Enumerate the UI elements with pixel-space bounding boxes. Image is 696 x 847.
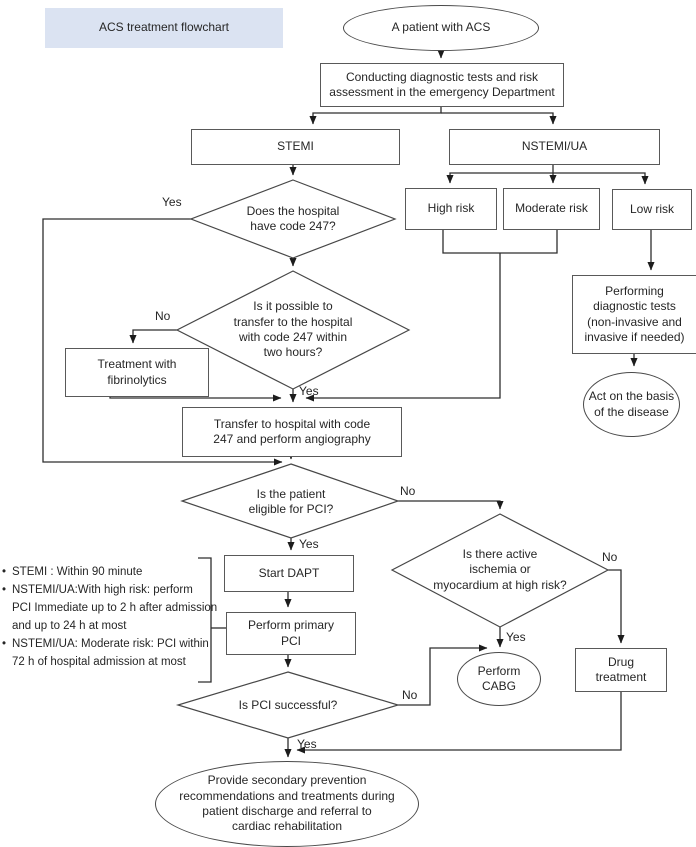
decision-active-ischemia bbox=[390, 513, 610, 628]
decision-transfer-possible bbox=[175, 270, 411, 390]
edge-label-no-pcisuccess: No bbox=[402, 688, 418, 702]
decision-label-pci-successful: Is PCI successful? bbox=[238, 698, 338, 713]
node-high-risk: High risk bbox=[405, 188, 497, 230]
node-secondary-prevention: Provide secondary prevention recommendat… bbox=[155, 761, 419, 847]
edge-label-yes-code247: Yes bbox=[162, 195, 182, 209]
edge-risk-to-transfer bbox=[305, 253, 501, 402]
edge-label-yes-transfer2h: Yes bbox=[299, 384, 319, 398]
decision-pci-successful bbox=[175, 671, 401, 739]
edge-label-no-transfer2h: No bbox=[155, 309, 171, 323]
edge-code247-yes-long bbox=[42, 218, 283, 466]
node-diagnostic-tests: Conducting diagnostic tests and risk ass… bbox=[320, 63, 564, 107]
node-act-on-disease: Act on the basis of the disease bbox=[583, 372, 680, 437]
node-fibrinolytics: Treatment with fibrinolytics bbox=[65, 348, 209, 397]
edge-label-no-eligible: No bbox=[400, 484, 416, 498]
decision-label-has-code247: Does the hospital have code 247? bbox=[246, 203, 340, 233]
node-transfer-angiography: Transfer to hospital with code 247 and p… bbox=[182, 407, 402, 457]
edge-risk-merge-u bbox=[442, 228, 558, 254]
edge-nstemi-to-highrisk bbox=[446, 163, 554, 184]
node-nstemi-ua: NSTEMI/UA bbox=[449, 129, 660, 165]
node-performing-tests: Performing diagnostic tests (non-invasiv… bbox=[572, 275, 696, 354]
timing-notes-list: STEMI : Within 90 minute NSTEMI/UA:With … bbox=[2, 563, 234, 671]
note-nstemi-moderate-risk-timing: NSTEMI/UA: Moderate risk: PCI within 72 … bbox=[2, 635, 234, 671]
edge-label-yes-eligible: Yes bbox=[299, 537, 319, 551]
node-primary-pci: Perform primary PCI bbox=[226, 612, 356, 655]
edge-ischemia-no bbox=[608, 569, 625, 644]
edge-label-no-ischemia: No bbox=[602, 550, 618, 564]
edge-label-yes-pcisuccess: Yes bbox=[297, 737, 317, 751]
decision-has-code247 bbox=[189, 179, 397, 259]
edge-pcisuccess-no-to-cabg bbox=[398, 644, 488, 706]
edge-diagnostic-to-stemi bbox=[309, 105, 442, 125]
node-perform-cabg: Perform CABG bbox=[457, 652, 541, 706]
note-stemi-timing: STEMI : Within 90 minute bbox=[2, 563, 234, 581]
node-low-risk: Low risk bbox=[612, 189, 692, 230]
node-stemi: STEMI bbox=[191, 129, 400, 165]
decision-label-active-ischemia: Is there active ischemia or myocardium a… bbox=[433, 546, 567, 592]
edge-diagnostic-to-nstemi bbox=[441, 112, 557, 125]
edge-drug-to-final bbox=[296, 690, 622, 754]
edge-eligible-no bbox=[398, 500, 504, 510]
node-start: A patient with ACS bbox=[343, 5, 539, 51]
edge-nstemi-to-lowrisk bbox=[553, 172, 649, 185]
edge-transfer2h-no bbox=[129, 329, 177, 344]
decision-eligible-pci bbox=[180, 463, 400, 539]
page-title: ACS treatment flowchart bbox=[45, 8, 283, 48]
edge-label-yes-ischemia: Yes bbox=[506, 630, 526, 644]
node-drug-treatment: Drug treatment bbox=[575, 648, 667, 692]
note-nstemi-high-risk-timing: NSTEMI/UA:With high risk: perform PCI Im… bbox=[2, 581, 234, 635]
decision-label-eligible-pci: Is the patient eligible for PCI? bbox=[248, 486, 334, 516]
node-start-dapt: Start DAPT bbox=[224, 555, 354, 592]
decision-label-transfer-possible: Is it possible to transfer to the hospit… bbox=[233, 299, 353, 360]
node-moderate-risk: Moderate risk bbox=[503, 188, 600, 230]
